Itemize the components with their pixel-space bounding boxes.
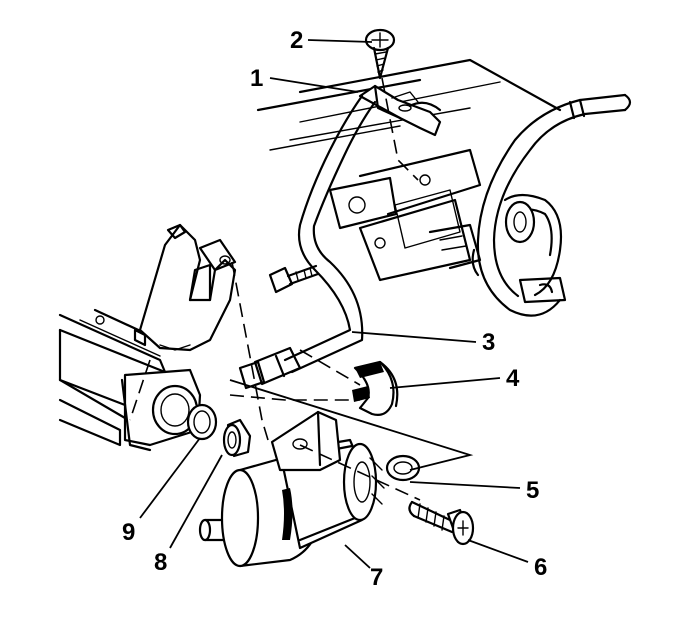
assembly-lines <box>129 77 421 501</box>
callout-1: 1 <box>250 65 263 92</box>
rail-body <box>58 308 202 452</box>
callout-labels: 1 2 3 4 5 6 7 8 9 <box>122 27 547 591</box>
o-ring-left-part <box>186 403 218 441</box>
bolt-part <box>408 500 475 546</box>
leader-lines <box>139 39 529 569</box>
regulator-part <box>198 410 385 568</box>
callout-9: 9 <box>122 519 135 546</box>
callout-2: 2 <box>290 27 303 54</box>
fuel-pipe-part <box>238 94 377 390</box>
small-bolt-part <box>268 264 320 294</box>
callout-7: 7 <box>370 564 383 591</box>
callout-4: 4 <box>506 365 520 392</box>
retainer-part <box>352 360 399 416</box>
clip-part <box>358 84 442 137</box>
callout-5: 5 <box>526 477 539 504</box>
callout-3: 3 <box>482 329 495 356</box>
callout-8: 8 <box>154 549 167 576</box>
fuel-rail <box>256 58 562 282</box>
screw-part <box>364 28 396 80</box>
callout-6: 6 <box>534 554 547 581</box>
filter-part <box>222 418 252 458</box>
o-ring-right-part <box>385 454 421 482</box>
bracket-part <box>138 223 237 352</box>
fuel-line-loop <box>471 93 632 317</box>
